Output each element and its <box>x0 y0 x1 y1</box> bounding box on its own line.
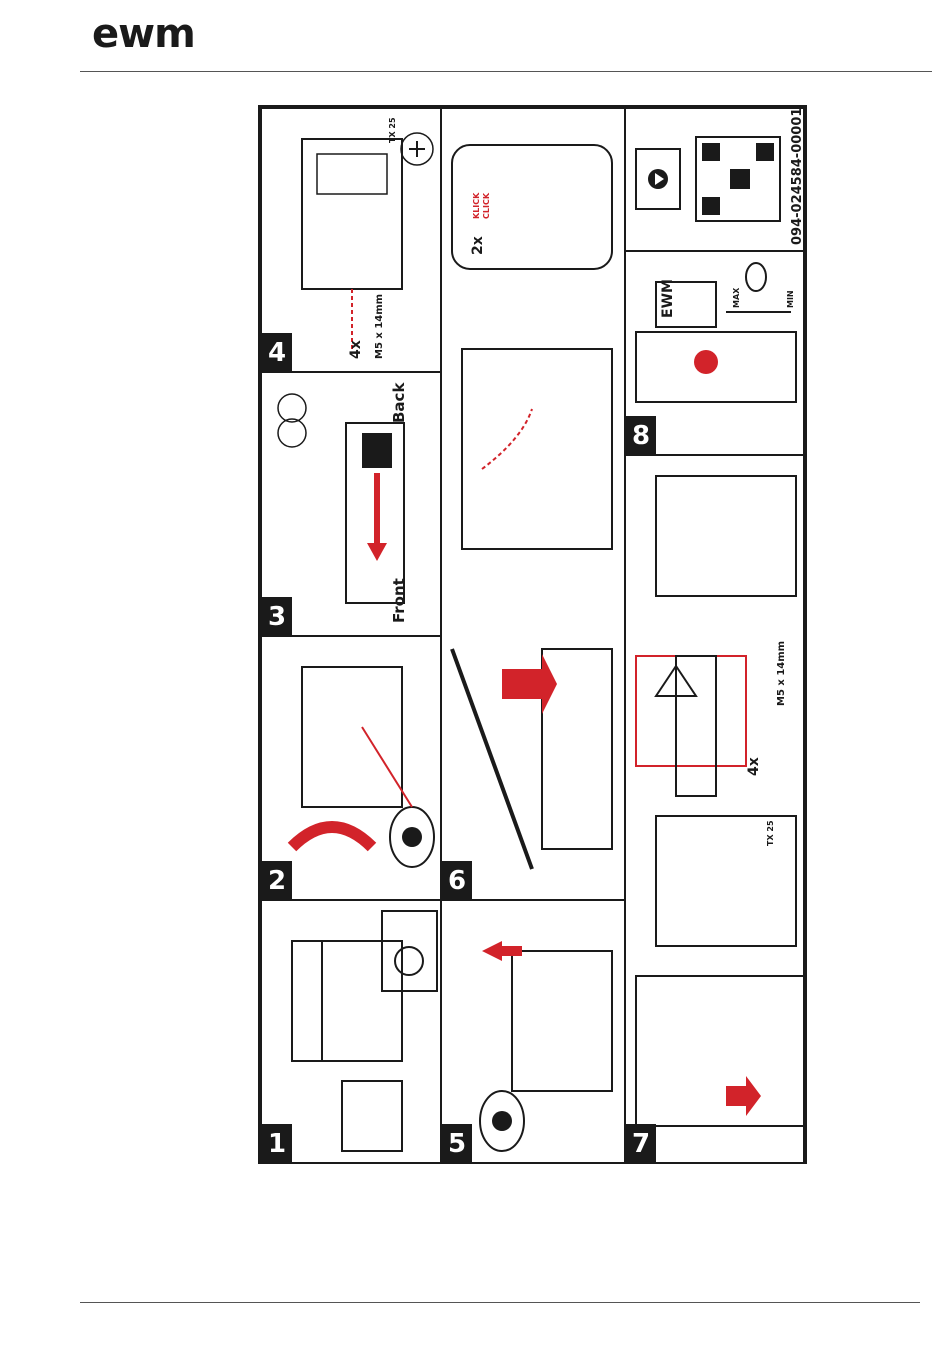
tool-spec: TX 25 <box>388 117 397 143</box>
label-front: Front <box>390 578 408 623</box>
click-label-1: KLICK <box>472 193 481 219</box>
step-4-panel: 4 4x M5 x 14mm TX 25 <box>260 107 442 373</box>
click-qty: 2x <box>470 236 486 255</box>
step-7-illustration <box>626 456 805 1164</box>
screw-spec: M5 x 14mm <box>374 294 385 359</box>
step-5-panel: 5 <box>440 899 626 1164</box>
step-2-illustration <box>262 637 442 901</box>
step-8-illustration <box>626 252 805 456</box>
video-illustration <box>626 109 805 252</box>
brand-label: EWM <box>660 279 676 318</box>
screw-qty: 4x <box>746 757 762 776</box>
step-3-panel: 3 Front Back <box>260 371 442 637</box>
step-8-panel: 8 EWM MAX MIN <box>624 250 805 456</box>
step-3-illustration <box>262 373 442 637</box>
video-panel: 094-024584-00001 <box>624 107 805 252</box>
step-7-panel: 7 4x M5 x 14mm TX 25 <box>624 454 805 1164</box>
step-6-illustration <box>442 109 626 901</box>
logo-text: ewm <box>92 8 195 60</box>
unplug-icon <box>382 911 437 991</box>
gauge-min: MIN <box>786 290 795 308</box>
step-1-panel: 1 <box>260 899 442 1164</box>
step-4-illustration <box>262 109 442 373</box>
switch-icon <box>342 1081 402 1151</box>
instruction-sheet: 4 4x M5 x 14mm TX 25 3 Front Back 2 <box>258 105 807 1164</box>
screw-spec: M5 x 14mm <box>776 641 787 706</box>
gauge-max: MAX <box>732 288 741 308</box>
tool-spec: TX 25 <box>766 820 775 846</box>
header-rule <box>80 71 932 72</box>
step-1-illustration <box>262 901 442 1164</box>
eye-icon <box>746 263 766 291</box>
click-label-2: CLICK <box>482 193 491 219</box>
step-2-panel: 2 <box>260 635 442 901</box>
step-5-illustration <box>442 901 626 1164</box>
label-back: Back <box>390 383 408 423</box>
video-code: 094-024584-00001 <box>790 108 805 245</box>
footer-rule <box>80 1302 920 1303</box>
step-6-panel: 6 2x KLICK CLICK <box>440 107 626 901</box>
screw-qty: 4x <box>348 340 364 359</box>
ewm-logo: ewm <box>92 8 232 60</box>
